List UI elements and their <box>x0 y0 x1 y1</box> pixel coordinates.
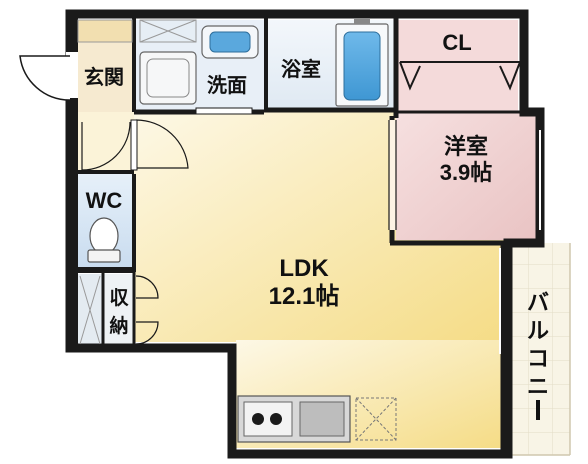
washroom-label: 洗面 <box>207 74 247 97</box>
western-room-floor <box>396 112 540 240</box>
balcony-char-3: コ <box>527 346 549 371</box>
balcony-char-2: ル <box>527 318 549 343</box>
wc-label: WC <box>86 188 123 213</box>
sink-icon <box>299 401 345 437</box>
storage-door-icon <box>135 275 159 345</box>
balcony-char-5-bar <box>536 400 540 420</box>
ldk-label: LDK <box>279 255 329 282</box>
storage-label-line1: 収 <box>109 287 129 309</box>
closet-folding-door-icon <box>399 61 521 91</box>
bath-label: 浴室 <box>281 57 321 81</box>
stove-icon <box>243 401 293 437</box>
washroom-sliding-door <box>195 107 253 115</box>
storage-label-line2: 納 <box>109 314 128 337</box>
hall-floor <box>76 112 134 172</box>
shoe-box <box>77 19 133 43</box>
storage-floor <box>104 274 134 344</box>
entrance-door-icon <box>19 55 71 101</box>
balcony-char-4: ニ <box>527 374 549 399</box>
washroom-shelf-cross <box>139 19 197 43</box>
western-door-opening <box>389 120 396 230</box>
fridge-space-icon <box>355 397 397 441</box>
shoe-storage-cross <box>79 275 101 345</box>
ldk-size: 12.1帖 <box>269 283 340 310</box>
washing-machine-icon <box>139 51 197 105</box>
balcony-char-1: バ <box>527 290 549 315</box>
ldk-door-icon <box>135 119 189 169</box>
shoe-storage-floor <box>76 274 102 344</box>
closet-label: CL <box>442 30 471 55</box>
toilet-icon <box>89 217 119 255</box>
hall-door-icon <box>81 121 131 171</box>
western-room-size: 3.9帖 <box>440 160 493 185</box>
entrance-label: 玄関 <box>84 65 124 89</box>
closet-floor <box>396 20 518 112</box>
western-room-label: 洋室 <box>444 134 488 159</box>
